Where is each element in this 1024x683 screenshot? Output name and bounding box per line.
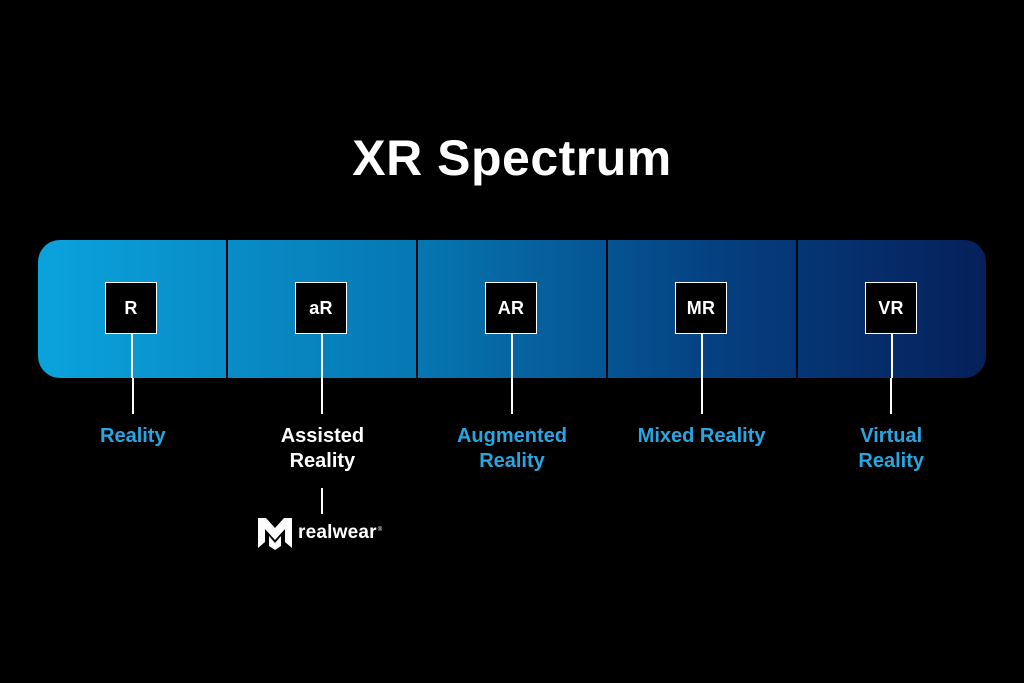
connector-line: [321, 378, 324, 414]
connector-line: [510, 378, 513, 414]
brand-name: realwear: [298, 522, 377, 543]
stage-label-reality: Reality: [100, 425, 166, 447]
stage-box-reality: R: [105, 282, 157, 334]
segment-mixed-reality: MR: [606, 240, 796, 378]
stage-box-virtual-reality: VR: [865, 282, 917, 334]
stage-caption-mixed-reality: Mixed Reality: [607, 378, 797, 449]
stage-box-assisted-reality: aR: [295, 282, 347, 334]
diagram-title: XR Spectrum: [352, 130, 672, 186]
stage-label-mixed-reality: Mixed Reality: [637, 425, 766, 447]
realwear-logo-icon: [258, 518, 292, 550]
connector-line: [890, 378, 893, 414]
connector-line: [701, 334, 703, 378]
segment-assisted-reality: aR: [226, 240, 416, 378]
connector-line: [321, 488, 323, 514]
connector-line: [891, 334, 893, 378]
spectrum-bar: R aR AR MR VR: [38, 240, 986, 378]
realwear-brand: realwear®: [257, 488, 397, 550]
brand-logo: realwear®: [257, 516, 382, 550]
connector-line: [700, 378, 703, 414]
segment-reality: R: [38, 240, 226, 378]
connector-line: [321, 334, 323, 378]
registered-mark: ®: [377, 526, 383, 533]
stage-box-mixed-reality: MR: [675, 282, 727, 334]
segment-virtual-reality: VR: [796, 240, 986, 378]
stage-box-augmented-reality: AR: [485, 282, 537, 334]
connector-line: [131, 334, 133, 378]
connector-line: [511, 334, 513, 378]
segment-augmented-reality: AR: [416, 240, 606, 378]
connector-line: [131, 378, 134, 414]
stage-caption-reality: Reality: [38, 378, 228, 449]
